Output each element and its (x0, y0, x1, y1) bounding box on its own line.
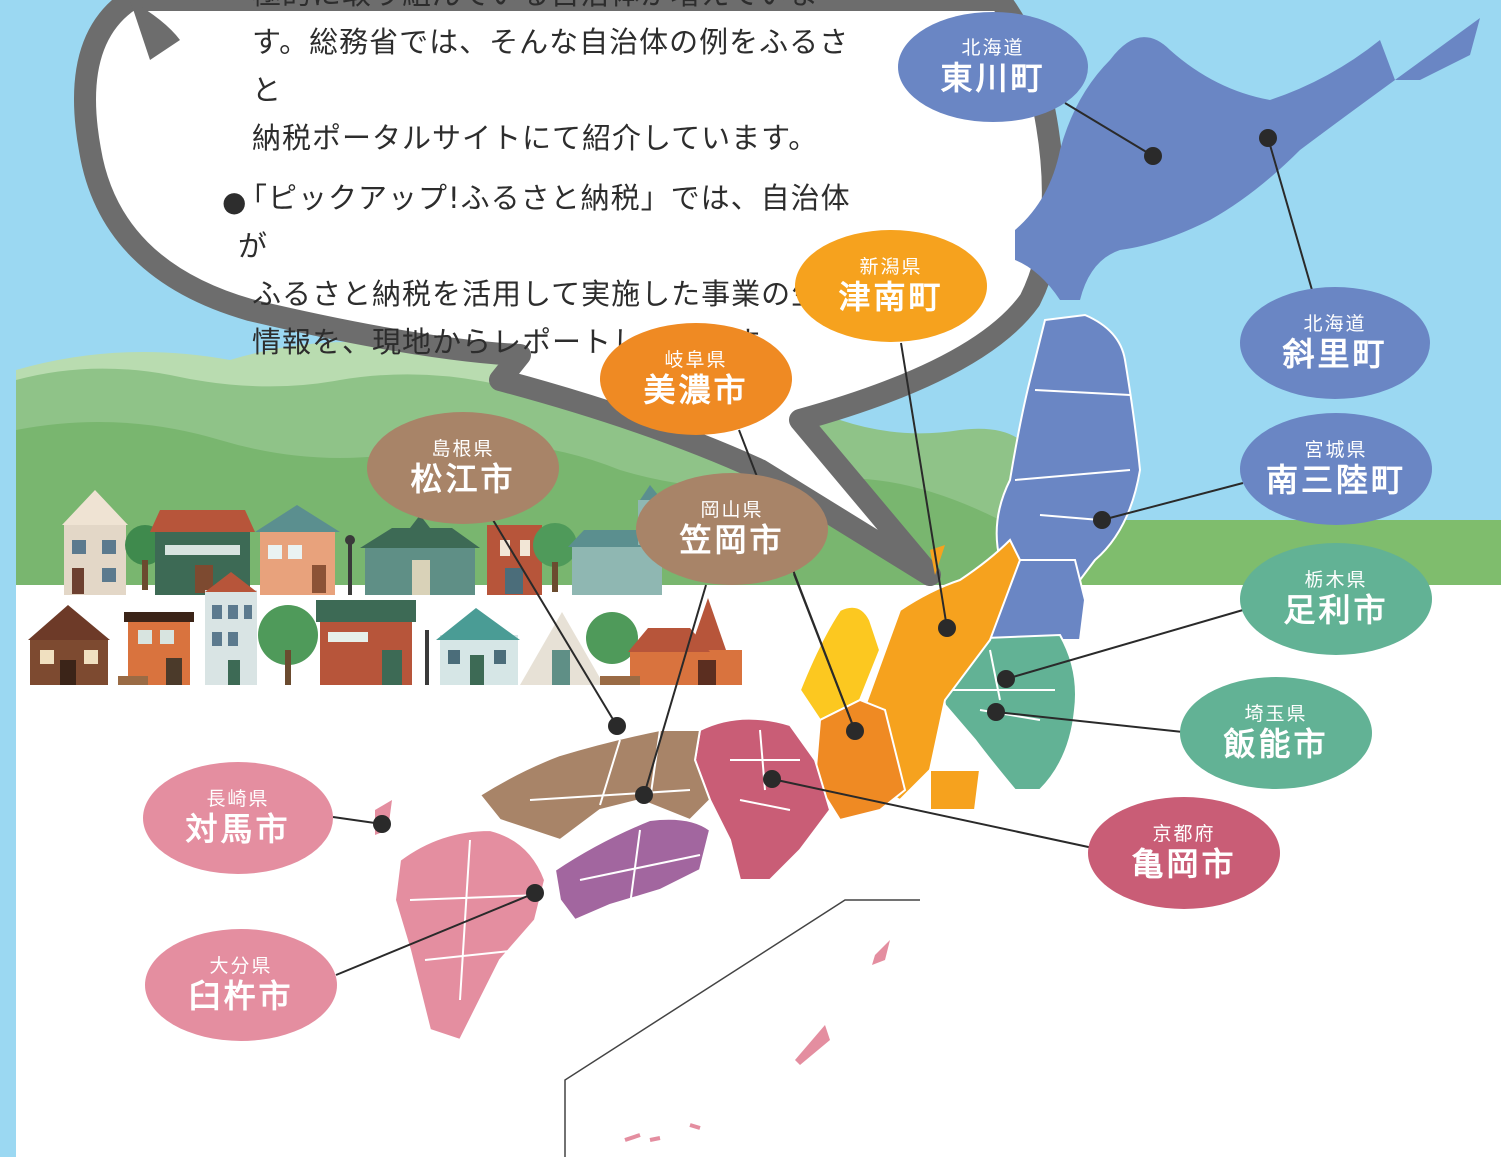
label-pref: 新潟県 (859, 256, 923, 278)
dot-hanno (987, 703, 1005, 721)
label-pref: 埼玉県 (1244, 703, 1308, 725)
label-town: 南三陸町 (1265, 461, 1406, 499)
intro-line-3: 「ピックアップ!ふるさと納税」では、自治体が (238, 181, 851, 263)
dot-mino (846, 722, 864, 740)
label-town: 対馬市 (185, 810, 291, 848)
label-pref: 島根県 (431, 438, 495, 460)
dot-usuki (526, 884, 544, 902)
label-pref: 栃木県 (1304, 569, 1368, 591)
label-usuki: 大分県 臼杵市 (145, 929, 337, 1041)
intro-line-1: す。総務省では、そんな自治体の例をふるさと (252, 25, 850, 107)
label-kasaoka: 岡山県 笠岡市 (636, 473, 828, 585)
dot-minamisanriku (1093, 511, 1111, 529)
dot-shari (1259, 129, 1277, 147)
label-pref: 岐阜県 (664, 349, 728, 371)
label-ashikaga: 栃木県 足利市 (1240, 543, 1432, 655)
label-town: 松江市 (410, 460, 516, 498)
label-town: 笠岡市 (679, 521, 785, 559)
intro-line-0: 極的に取り組んでいる自治体が増えていま (252, 0, 862, 18)
label-mino: 岐阜県 美濃市 (600, 323, 792, 435)
kurile-islands (1395, 18, 1480, 80)
kinki-region (693, 717, 832, 881)
bullet-icon: ● (222, 185, 248, 218)
label-town: 臼杵市 (188, 977, 294, 1015)
label-pref: 京都府 (1152, 823, 1216, 845)
label-shari: 北海道 斜里町 (1240, 287, 1430, 399)
dot-matsue (608, 717, 626, 735)
amami-islands (872, 940, 890, 965)
hokuriku-region (798, 605, 882, 722)
label-kameoka: 京都府 亀岡市 (1088, 797, 1280, 909)
dot-higashikawa (1144, 147, 1162, 165)
intro-text: 極的に取り組んでいる自治体が増えていま す。総務省では、そんな自治体の例をふるさ… (222, 0, 862, 366)
intro-line-2: 納税ポータルサイトにて紹介しています。 (252, 121, 819, 155)
leader-lines (332, 102, 1313, 976)
label-town: 亀岡市 (1131, 845, 1237, 883)
chugoku-region (478, 729, 712, 842)
label-town: 斜里町 (1282, 335, 1388, 373)
label-pref: 宮城県 (1304, 439, 1368, 461)
dot-kasaoka (635, 786, 653, 804)
hokkaido-region (1015, 37, 1395, 301)
label-town: 東川町 (940, 59, 1046, 97)
label-pref: 岡山県 (700, 499, 764, 521)
kyushu-region (393, 828, 547, 1042)
chubu-north-region (858, 538, 1022, 802)
label-matsue: 島根県 松江市 (367, 412, 559, 524)
label-town: 足利市 (1283, 591, 1389, 629)
label-town: 美濃市 (643, 371, 749, 409)
label-tsunan: 新潟県 津南町 (795, 230, 987, 342)
label-town: 津南町 (838, 278, 944, 316)
label-tsushima: 長崎県 対馬市 (143, 762, 333, 874)
label-town: 飯能市 (1223, 725, 1329, 763)
location-dots (373, 129, 1277, 902)
left-border-strip (0, 0, 16, 1157)
dot-kameoka (763, 770, 781, 788)
label-pref: 大分県 (209, 955, 273, 977)
label-pref: 北海道 (1303, 313, 1367, 335)
label-minamisanriku: 宮城県 南三陸町 (1240, 413, 1432, 525)
label-hanno: 埼玉県 飯能市 (1180, 677, 1372, 789)
inset-divider-line (564, 899, 920, 1157)
label-higashikawa: 北海道 東川町 (898, 12, 1088, 122)
dot-tsunan (938, 619, 956, 637)
bubble-tail-top (130, 0, 180, 60)
dot-tsushima (373, 815, 391, 833)
label-pref: 北海道 (961, 37, 1025, 59)
okinawa-island (795, 1025, 830, 1065)
label-pref: 長崎県 (206, 788, 270, 810)
dot-ashikaga (997, 670, 1015, 688)
intro-line-4: ふるさと納税を活用して実施した事業の生の (252, 277, 852, 311)
